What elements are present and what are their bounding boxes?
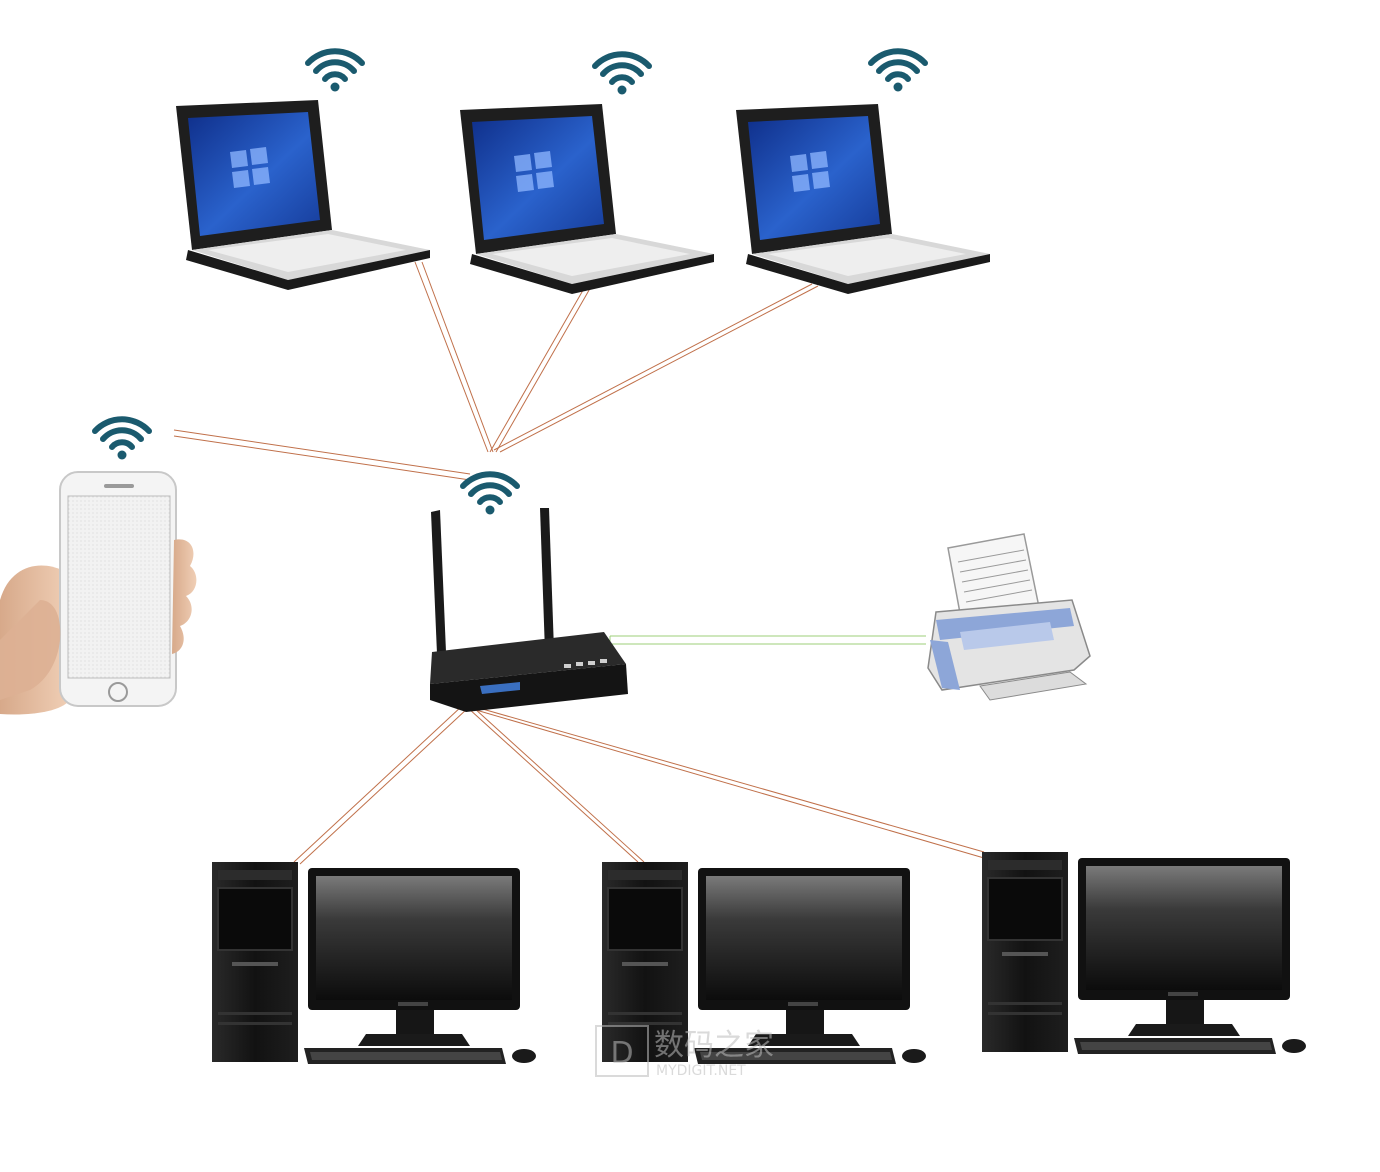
link-laptop-3-router — [493, 283, 819, 453]
watermark: D 数码之家 MYDIGIT.NET — [595, 1025, 774, 1079]
link-laptop-2-router — [489, 284, 593, 453]
wifi-icon — [871, 51, 925, 91]
wifi-icon — [595, 54, 649, 94]
watermark-en: MYDIGIT.NET — [656, 1063, 746, 1079]
link-router-printer — [609, 635, 926, 645]
laptop-2 — [460, 54, 714, 294]
wireless-router — [430, 474, 628, 712]
link-laptop-1-router — [414, 261, 494, 453]
desktop-computer-1 — [211, 861, 537, 1065]
link-phone-router — [173, 429, 471, 481]
wifi-icon — [308, 51, 362, 91]
link-router-desktop-2 — [467, 707, 645, 863]
desktop-computer-3 — [981, 851, 1307, 1055]
link-router-desktop-1 — [293, 705, 469, 865]
laptop-1 — [176, 51, 430, 290]
link-router-desktop-3 — [471, 705, 985, 859]
laptop-3 — [736, 51, 990, 294]
wifi-icon — [95, 419, 149, 459]
watermark-glyph: D — [610, 1036, 633, 1071]
watermark-cn: 数码之家 — [654, 1028, 774, 1063]
smartphone — [0, 419, 197, 715]
printer — [927, 533, 1091, 701]
wifi-icon — [463, 474, 517, 514]
